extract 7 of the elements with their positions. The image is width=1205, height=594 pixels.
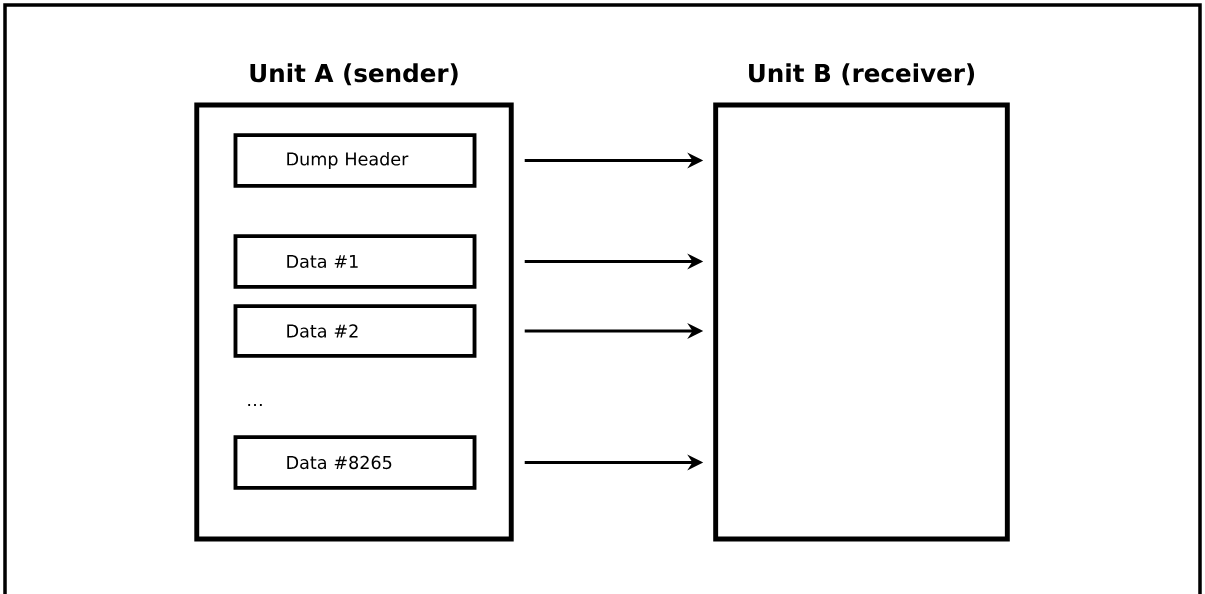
heading: Unit B (receiver) [749,63,975,86]
ellipsis: … [248,403,262,407]
record-box: Data #8265 [233,435,477,490]
record-box: Data #1 [233,234,477,289]
heading: Unit A (sender) [250,63,458,86]
record-box: Dump Header [233,133,477,188]
record-box: Data #2 [233,304,477,358]
